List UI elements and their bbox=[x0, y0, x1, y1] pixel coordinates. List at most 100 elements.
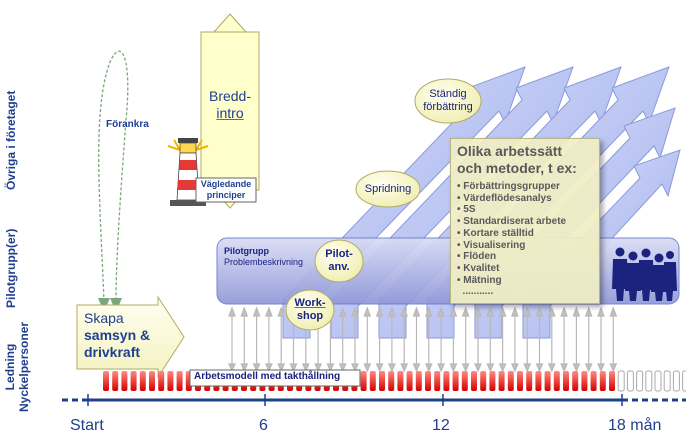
stripe bbox=[130, 371, 137, 391]
stripe bbox=[379, 371, 385, 391]
methods-item: • Förbättringsgrupper bbox=[457, 181, 560, 192]
timeline-ticks bbox=[87, 394, 623, 406]
tick-start: Start bbox=[70, 417, 104, 434]
stripe bbox=[461, 371, 468, 391]
workshop-line2: shop bbox=[296, 310, 324, 322]
stripe bbox=[443, 371, 450, 391]
support-arrow bbox=[351, 306, 359, 373]
support-arrow bbox=[510, 306, 519, 373]
methods-list: • Förbättringsgrupper • Värdeflödesanaly… bbox=[457, 181, 566, 298]
methods-item: • Mätning bbox=[457, 274, 502, 286]
support-arrow bbox=[363, 306, 372, 373]
stripe bbox=[553, 371, 560, 391]
stripe bbox=[572, 371, 579, 391]
support-arrow bbox=[609, 306, 618, 373]
methods-item: ........... bbox=[457, 286, 494, 298]
standig-line1: Ständig bbox=[429, 88, 467, 100]
methods-item: • Standardiserat arbete bbox=[457, 216, 567, 228]
spridning-ellipse bbox=[355, 170, 421, 208]
methods-item: • Kortare ställtid bbox=[457, 227, 534, 239]
stripe bbox=[158, 371, 165, 391]
tick-12: 12 bbox=[432, 417, 450, 434]
stripe bbox=[626, 370, 634, 392]
skapa-line1: Skapa bbox=[84, 310, 124, 326]
support-arrow bbox=[240, 306, 249, 373]
standig-line2: förbättring bbox=[423, 101, 473, 113]
vagledande-box bbox=[195, 177, 257, 203]
stripe bbox=[599, 371, 606, 391]
stripe bbox=[581, 371, 588, 391]
pilot-anv-line1: Pilot- bbox=[325, 248, 353, 260]
stripe bbox=[535, 371, 542, 391]
stripe bbox=[406, 371, 413, 391]
vagledande-line2: principer bbox=[206, 190, 246, 200]
bredd-line1: Bredd- bbox=[208, 88, 252, 104]
methods-item: • 5S bbox=[457, 204, 476, 216]
support-arrow bbox=[535, 306, 544, 373]
stripe bbox=[636, 370, 644, 392]
vagledande-line1: Vägledande bbox=[200, 179, 252, 189]
support-arrows bbox=[228, 306, 618, 373]
support-arrow bbox=[498, 306, 507, 373]
stripe bbox=[452, 371, 459, 391]
skapa-line2: samsyn & bbox=[84, 327, 151, 343]
methods-item: • Visualisering bbox=[457, 239, 526, 251]
support-arrow bbox=[560, 306, 569, 373]
pilotgroup-subtitle: Problembeskrivning bbox=[224, 257, 304, 267]
support-arrow bbox=[572, 306, 581, 373]
stripe bbox=[489, 371, 496, 391]
stripe bbox=[654, 370, 662, 392]
stripe bbox=[526, 371, 533, 391]
support-arrow bbox=[375, 306, 384, 373]
stripe bbox=[645, 370, 653, 392]
lane-label-ledning: Ledning Nyckelpersoner bbox=[3, 321, 31, 412]
methods-title: Olika arbetssätt och metoder, t ex: bbox=[457, 143, 577, 176]
vagledande-label: Vägledande principer bbox=[196, 179, 256, 201]
stripe bbox=[480, 371, 487, 391]
stripe bbox=[415, 371, 422, 391]
skapa-label: Skapa samsyn & drivkraft bbox=[84, 310, 150, 361]
stripe bbox=[682, 370, 686, 392]
lane-label-pilotgrupp: Pilotgrupp(er) bbox=[4, 228, 18, 308]
arbetsmodell-label-box bbox=[189, 369, 361, 387]
tick-6: 6 bbox=[259, 417, 268, 434]
stripe bbox=[434, 371, 441, 391]
support-arrow bbox=[474, 306, 482, 373]
stripe bbox=[425, 371, 431, 391]
stripe bbox=[360, 371, 367, 391]
bredd-line2: intro bbox=[216, 105, 244, 121]
pilot-anv-line2: anv. bbox=[328, 261, 350, 273]
people-silhouette-icon bbox=[612, 247, 677, 301]
skapa-arrow bbox=[76, 295, 185, 379]
stripe bbox=[609, 371, 615, 391]
stripe bbox=[167, 371, 174, 391]
pilotgroup-title: Pilotgrupp bbox=[224, 246, 269, 256]
stripe bbox=[369, 371, 376, 391]
stripe bbox=[112, 371, 119, 391]
tick-18: 18 mån bbox=[608, 417, 662, 434]
stripe bbox=[617, 370, 625, 392]
bredd-intro-box bbox=[200, 31, 260, 191]
stripe bbox=[517, 371, 523, 391]
support-arrow bbox=[412, 306, 421, 373]
support-arrow bbox=[338, 306, 347, 373]
workshop-line1: Work- bbox=[294, 297, 326, 309]
methods-item: • Flöden bbox=[457, 251, 497, 263]
support-arrow bbox=[449, 306, 458, 373]
support-arrow bbox=[486, 306, 495, 373]
stripe bbox=[544, 371, 551, 391]
stripe bbox=[663, 370, 671, 392]
stripe bbox=[149, 371, 155, 391]
support-arrow bbox=[597, 306, 605, 373]
stripe bbox=[563, 371, 569, 391]
support-arrow bbox=[584, 306, 593, 373]
support-arrow bbox=[228, 306, 236, 373]
lane-label-ovriga: Övriga i företaget bbox=[4, 90, 18, 190]
support-arrow bbox=[264, 306, 273, 373]
forankra-label: Förankra bbox=[106, 119, 149, 130]
support-arrow bbox=[547, 306, 556, 373]
stripe bbox=[498, 371, 505, 391]
support-arrow bbox=[424, 306, 433, 373]
stripe bbox=[507, 371, 514, 391]
standig-label: Ständig förbättring bbox=[415, 82, 481, 120]
